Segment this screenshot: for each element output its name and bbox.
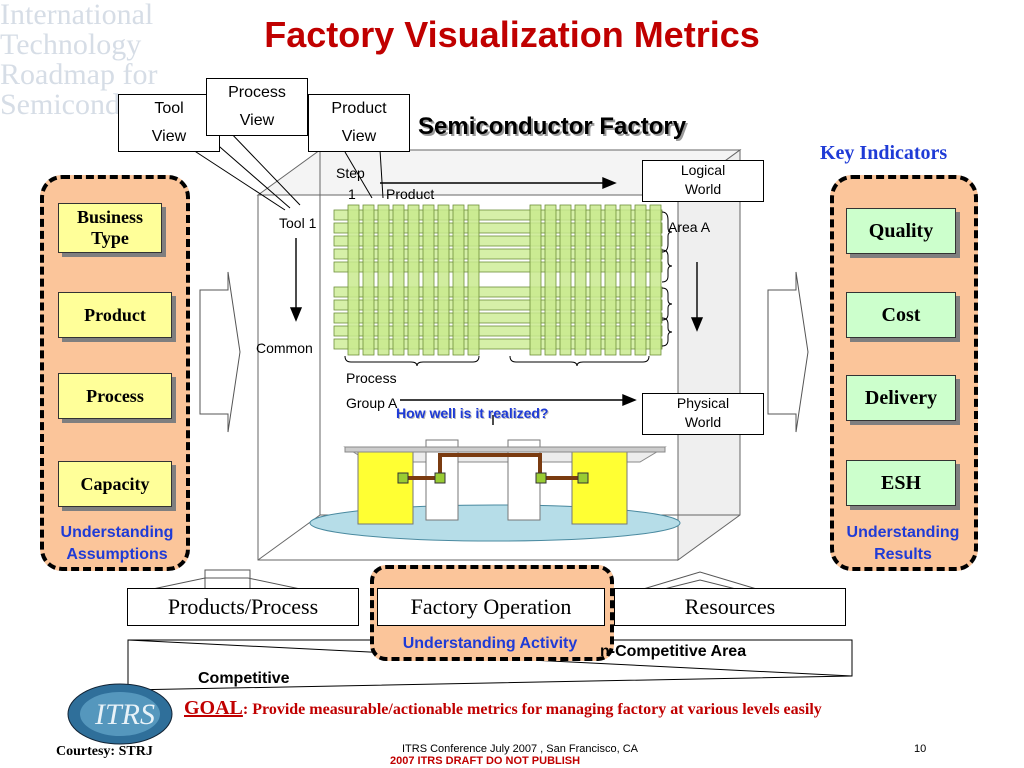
process-grid-columns bbox=[347, 204, 662, 356]
physical-world-line: Physical bbox=[676, 395, 730, 411]
logical-world-line: World bbox=[684, 181, 722, 197]
group-a-label: Group A bbox=[346, 395, 398, 411]
understanding-results-caption: Understanding Results bbox=[826, 522, 980, 566]
goal-label: GOAL bbox=[184, 697, 243, 719]
page-number: 10 bbox=[914, 743, 927, 755]
product-label: Product bbox=[386, 186, 435, 202]
esh-box: ESH bbox=[846, 460, 956, 506]
key-indicators-heading: Key Indicators bbox=[820, 142, 948, 164]
business-type-box: Business Type bbox=[58, 203, 162, 253]
conference-note: ITRS Conference July 2007 , San Francisc… bbox=[402, 743, 638, 755]
physical-world-box: Physical World bbox=[642, 393, 764, 435]
physical-world-line: World bbox=[684, 414, 722, 430]
tool-platform bbox=[309, 439, 681, 542]
diagram-subtitle: Semiconductor Factory bbox=[418, 113, 687, 140]
delivery-box: Delivery bbox=[846, 375, 956, 421]
itrs-logo bbox=[67, 683, 173, 745]
callout-line: Process bbox=[228, 84, 286, 101]
tool1-label: Tool 1 bbox=[279, 215, 317, 231]
common-label: Common bbox=[256, 340, 313, 356]
callout-line: View bbox=[341, 128, 377, 145]
goal-statement: GOAL: Provide measurable/actionable metr… bbox=[184, 697, 1014, 720]
resources-box: Resources bbox=[614, 588, 846, 626]
callout-line: View bbox=[151, 128, 187, 145]
non-competitive-label: n-Competitive Area bbox=[600, 643, 747, 660]
callout-line: View bbox=[239, 112, 275, 129]
draft-note: 2007 ITRS DRAFT DO NOT PUBLISH bbox=[390, 755, 581, 767]
watermark-line: International bbox=[0, 0, 154, 31]
courtesy-note: Courtesy: STRJ bbox=[56, 744, 153, 759]
tool-view-callout: Tool View bbox=[118, 94, 220, 152]
caption-line: Understanding bbox=[846, 524, 960, 541]
product-box: Product bbox=[58, 292, 172, 338]
callout-line: Product bbox=[331, 100, 387, 117]
goal-text: : Provide measurable/actionable metrics … bbox=[242, 701, 822, 718]
step-number: 1 bbox=[348, 186, 356, 202]
itrs-logo-text: ITRS bbox=[95, 698, 155, 731]
cost-box: Cost bbox=[846, 292, 956, 338]
products-process-box: Products/Process bbox=[127, 588, 359, 626]
realized-question: How well is it realized? bbox=[396, 405, 549, 421]
factory-operation-box: Factory Operation bbox=[377, 588, 605, 626]
process-view-callout: Process View bbox=[206, 78, 308, 136]
product-view-callout: Product View bbox=[308, 94, 410, 152]
logical-world-box: Logical World bbox=[642, 160, 764, 202]
watermark-line: Technology bbox=[0, 28, 142, 61]
flow-arrows bbox=[147, 271, 809, 591]
watermark-line: Roadmap for bbox=[0, 58, 158, 91]
caption-line: Understanding bbox=[60, 524, 174, 541]
understanding-assumptions-caption: Understanding Assumptions bbox=[40, 522, 194, 566]
process-label: Process bbox=[346, 370, 397, 386]
area-a-label: Area A bbox=[668, 219, 711, 235]
caption-line: Results bbox=[874, 546, 932, 563]
process-grid bbox=[333, 209, 663, 350]
capacity-box: Capacity bbox=[58, 461, 172, 507]
logical-world-line: Logical bbox=[680, 162, 726, 178]
process-box: Process bbox=[58, 373, 172, 419]
quality-box: Quality bbox=[846, 208, 956, 254]
step-label: Step bbox=[336, 165, 365, 181]
competitive-label: Competitive bbox=[198, 670, 290, 687]
callout-line: Tool bbox=[154, 100, 184, 117]
slide-title: Factory Visualization Metrics bbox=[264, 14, 760, 55]
caption-line: Assumptions bbox=[66, 546, 168, 563]
understanding-activity-caption: Understanding Activity bbox=[402, 635, 578, 652]
